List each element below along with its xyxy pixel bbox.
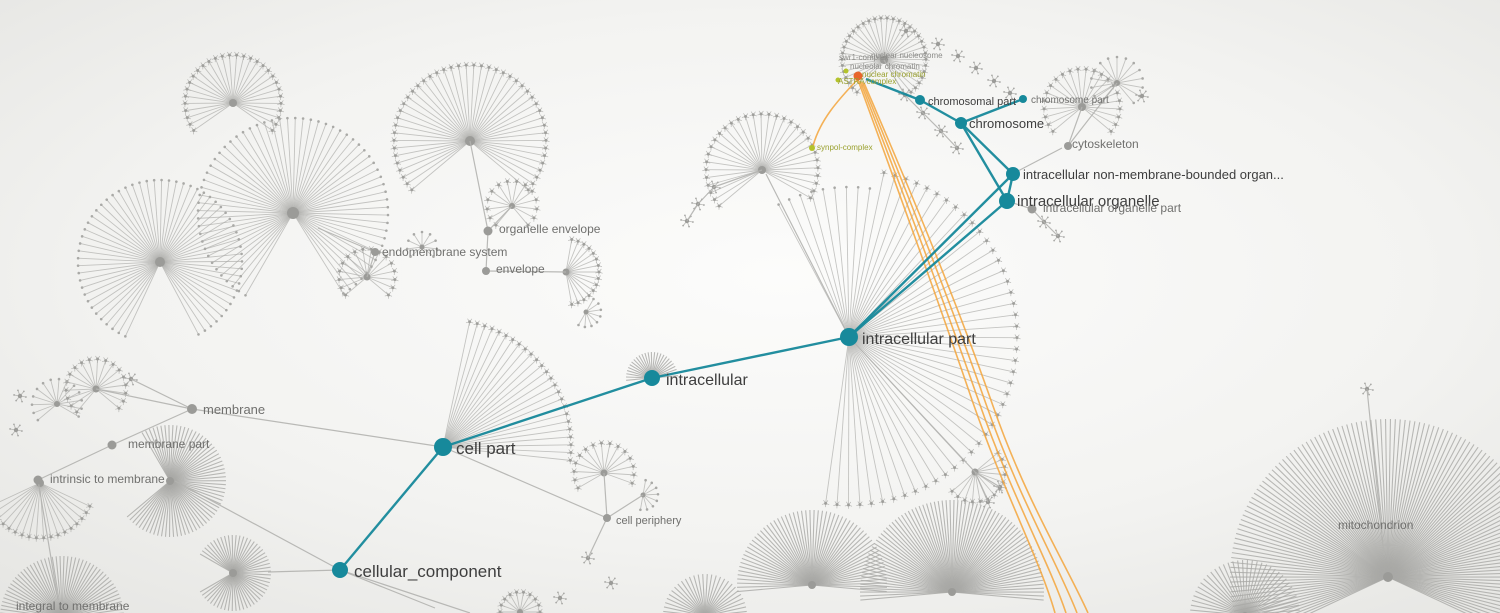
term-node-chromosome[interactable]: [955, 117, 967, 129]
term-label-intrinsic-to-membrane: intrinsic to membrane: [50, 472, 165, 486]
term-clusters: [0, 14, 1500, 613]
term-node-intracellular-non-membrane-bounded-organelle[interactable]: [1006, 167, 1020, 181]
term-label-intracellular-non-membrane-bounded-organ: intracellular non-membrane-bounded organ…: [1023, 167, 1284, 182]
green-highlight-node-3[interactable]: [809, 145, 815, 151]
term-node[interactable]: [1064, 142, 1072, 150]
term-node-chromosome-part[interactable]: [1019, 95, 1027, 103]
term-node[interactable]: [482, 267, 490, 275]
special-nodes: [809, 68, 863, 151]
term-node[interactable]: [107, 440, 117, 450]
term-node-cellular-component[interactable]: [332, 562, 348, 578]
green-highlight-node-1[interactable]: [843, 68, 849, 74]
highlight-path-edges: [339, 77, 1024, 571]
term-label-membrane-part: membrane part: [128, 437, 210, 451]
selected-term-node[interactable]: [853, 71, 863, 81]
term-label-nuclear-nucleosome: nuclear nucleosome: [871, 51, 943, 60]
term-node-chromosomal-part[interactable]: [915, 95, 925, 105]
term-node[interactable]: [187, 404, 197, 414]
highlight-path-nodes: [332, 95, 1027, 578]
term-label-cytoskeleton: cytoskeleton: [1072, 137, 1139, 151]
term-node[interactable]: [483, 226, 493, 236]
term-node[interactable]: [33, 475, 43, 485]
green-highlight-node-2[interactable]: [835, 77, 841, 83]
term-label-intracellular-organelle-part: intracellular organelle part: [1043, 201, 1182, 215]
term-label-chromosome: chromosome: [969, 116, 1044, 131]
term-label-integral-to-membrane: integral to membrane: [16, 599, 130, 613]
term-node-intracellular-part[interactable]: [840, 328, 858, 346]
term-node-intracellular[interactable]: [644, 370, 660, 386]
term-label-membrane: membrane: [203, 402, 265, 417]
term-node[interactable]: [1027, 204, 1037, 214]
term-label-endomembrane-system: endomembrane system: [382, 245, 507, 259]
term-label-astra-complex: ASTRA complex: [838, 77, 896, 86]
satellite-flowers: [9, 24, 1374, 605]
term-label-cell-periphery: cell periphery: [616, 515, 682, 527]
term-label-intracellular-part: intracellular part: [862, 331, 976, 348]
term-label-nucleolar-chromatin: nucleolar chromatin: [850, 62, 920, 71]
term-node-cell-part[interactable]: [434, 438, 452, 456]
term-label-chromosome-part: chromosome part: [1031, 95, 1109, 106]
term-label-cellular-component: cellular_component: [354, 562, 502, 581]
term-label-nuclear-chromatin: nuclear chromatin: [862, 70, 926, 79]
gray-term-nodes: [33, 142, 1072, 522]
term-labels: cellular_component cell part intracellular…: [16, 51, 1413, 613]
term-label-intracellular-organelle: intracellular organelle: [1017, 193, 1160, 210]
term-label-synpol-complex: synpol-complex: [817, 143, 873, 152]
annotation-edges-orange: [812, 78, 1089, 613]
term-label-envelope: envelope: [496, 262, 545, 276]
term-label-cell-part: cell part: [456, 439, 516, 458]
term-node-intracellular-organelle[interactable]: [999, 193, 1015, 209]
term-node[interactable]: [371, 248, 379, 256]
term-label-organelle-envelope: organelle envelope: [499, 222, 601, 236]
term-label-intracellular: intracellular: [666, 372, 748, 389]
term-label-chromosomal-part: chromosomal part: [928, 96, 1016, 108]
term-label-swr1-complex: swr1-complex: [839, 53, 888, 62]
gray-edges: [37, 59, 1385, 613]
term-label-mitochondrion: mitochondrion: [1338, 518, 1413, 532]
term-node[interactable]: [603, 514, 611, 522]
